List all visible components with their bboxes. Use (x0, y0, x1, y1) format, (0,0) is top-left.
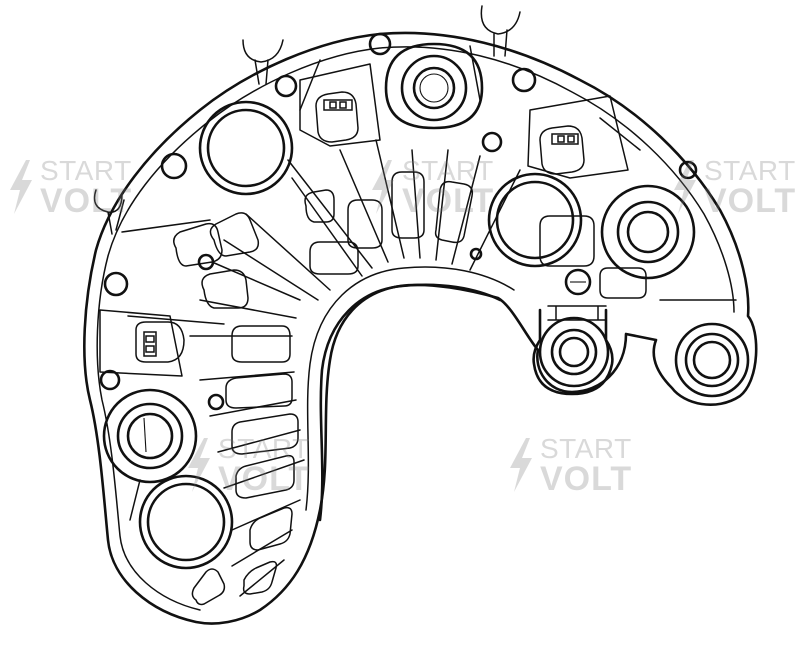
watermark-line1: START (704, 155, 796, 186)
watermark-line1: START (40, 155, 132, 186)
lightning-bolt-icon (10, 160, 32, 215)
plate-inner-rim (96, 46, 735, 611)
diode-boss-2 (487, 172, 583, 268)
diode-chip-top-left (299, 63, 381, 147)
watermark-line2: VOLT (402, 181, 495, 220)
rib-pockets (173, 171, 647, 606)
diode-boss-1 (198, 100, 294, 196)
plate-outline (83, 31, 758, 625)
mounting-lug-center (532, 268, 614, 396)
diode-chip-top-right (527, 95, 629, 179)
mounting-lug-right (674, 322, 750, 398)
diode-boss-3 (138, 474, 234, 570)
eyelet-boss-left (102, 388, 198, 484)
center-bore-edge (318, 283, 502, 522)
watermark-line2: VOLT (40, 181, 133, 220)
watermark-line2: VOLT (218, 459, 311, 498)
eyelet-boss-top (384, 42, 484, 130)
watermark-line1: START (540, 433, 632, 464)
lightning-bolt-icon (674, 160, 696, 215)
watermark-line2: VOLT (540, 459, 633, 498)
watermark-line2: VOLT (704, 181, 797, 220)
lightning-bolt-icon (510, 438, 532, 493)
watermark-line1: START (218, 433, 310, 464)
small-studs (99, 32, 698, 411)
lightning-bolt-icon (188, 438, 210, 493)
lightning-bolt-icon (372, 160, 394, 215)
eyelet-boss-right (600, 184, 696, 280)
diode-chip-left (99, 309, 185, 377)
watermark-line1: START (402, 155, 494, 186)
